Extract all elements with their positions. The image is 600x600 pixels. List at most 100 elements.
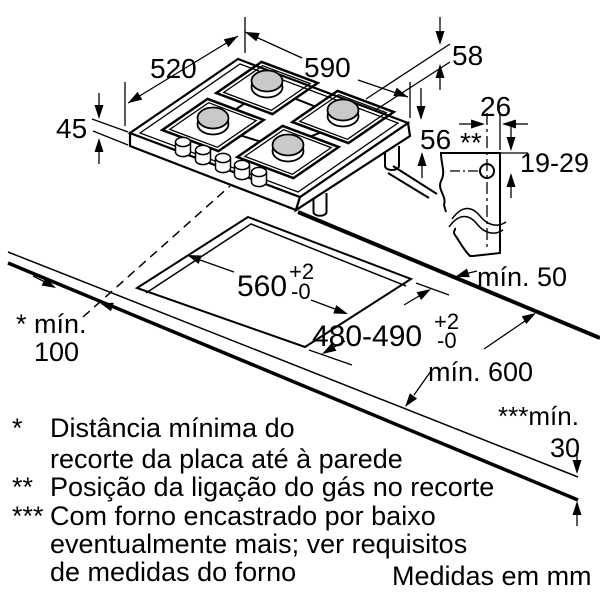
cutout-outline bbox=[134, 215, 414, 349]
arrowhead bbox=[333, 305, 348, 314]
burner-left bbox=[159, 97, 267, 153]
dim-560-tol-plus: +2 bbox=[289, 259, 314, 284]
footnote-marker-1: * bbox=[12, 413, 23, 443]
dim-560-tol-minus: -0 bbox=[291, 279, 311, 304]
arrowhead bbox=[455, 268, 470, 278]
cutout-right-witness bbox=[415, 282, 450, 296]
ext-line bbox=[91, 118, 129, 133]
dim-560-label: 560 bbox=[237, 270, 287, 303]
dim-min30-value: 30 bbox=[550, 433, 580, 463]
break-line-2 bbox=[448, 215, 504, 234]
control-knob bbox=[214, 152, 232, 174]
hob-foot-front bbox=[312, 193, 328, 217]
dim-19-29-label: 19-29 bbox=[520, 148, 589, 178]
footnote-text: Com forno encastrado por baixo bbox=[50, 501, 436, 531]
gas-connection-hole bbox=[479, 163, 495, 179]
dim-560-line bbox=[310, 299, 336, 310]
dim-560-line bbox=[199, 259, 235, 273]
dim-600-line bbox=[483, 320, 526, 350]
ext-line bbox=[92, 130, 129, 146]
dim-600-line bbox=[413, 370, 432, 396]
gas-pipe-line-1 bbox=[392, 165, 438, 195]
dim-590-label: 590 bbox=[304, 52, 351, 83]
dim-480-tol-minus: -0 bbox=[437, 328, 457, 353]
dim-520-line bbox=[127, 35, 239, 104]
footnote-text: de medidas do forno bbox=[50, 557, 296, 587]
arrowhead bbox=[94, 105, 104, 119]
footnote-marker-3: *** bbox=[12, 501, 44, 531]
arrowhead bbox=[435, 31, 445, 45]
ext-line bbox=[373, 61, 451, 112]
pan-support-inner bbox=[168, 101, 258, 149]
footnote-marker-2: ** bbox=[12, 472, 34, 502]
break-line-1 bbox=[451, 207, 507, 226]
dim-480-490-label: 480-490 bbox=[312, 320, 422, 353]
dim-56-label: 56 bbox=[420, 124, 451, 155]
dim-min600-label: mín. 600 bbox=[428, 357, 533, 387]
gas-pipe-line-2 bbox=[387, 172, 430, 199]
burner-front bbox=[234, 124, 342, 180]
arrowhead bbox=[94, 138, 104, 152]
hob-foot-right bbox=[384, 146, 400, 171]
cutout-inner-edge bbox=[145, 223, 407, 294]
arrowhead bbox=[521, 313, 536, 324]
worktop-front-top-line bbox=[7, 251, 579, 478]
control-knob bbox=[174, 136, 192, 158]
arrowhead bbox=[416, 106, 426, 120]
arrowhead bbox=[322, 343, 337, 354]
footnote-text: eventualmente mais; ver requisitos bbox=[50, 529, 467, 559]
arrowhead bbox=[128, 91, 143, 103]
arrowhead bbox=[572, 501, 582, 515]
dimension-annotations: 520 590 45 58 56 26 * bbox=[16, 17, 589, 526]
dim-58-label: 58 bbox=[452, 40, 483, 71]
pan-support-inner bbox=[243, 128, 333, 176]
projection-dashed-line bbox=[82, 185, 231, 318]
worktop-rear-edge-line bbox=[297, 210, 600, 340]
pan-support bbox=[289, 89, 397, 145]
worktop-cutout bbox=[134, 215, 450, 366]
cutout-bottom-witness bbox=[308, 349, 353, 366]
arrowhead bbox=[502, 119, 516, 129]
arrowhead bbox=[506, 137, 516, 151]
burner-cap bbox=[250, 69, 284, 93]
dim-480-line bbox=[333, 340, 346, 348]
grid-connector bbox=[294, 97, 316, 108]
arrowhead bbox=[187, 255, 202, 264]
pan-support-inner bbox=[298, 93, 388, 141]
dim-min100-label: * mín. bbox=[16, 309, 87, 339]
arrowhead bbox=[393, 87, 408, 97]
dim-520-label: 520 bbox=[150, 53, 197, 84]
footnote-text: recorte da placa até à parede bbox=[50, 444, 403, 474]
hob-isometric-view bbox=[127, 57, 438, 217]
footnote-text: Distância mínima do bbox=[50, 413, 295, 443]
dim-min50-label: mín. 50 bbox=[477, 262, 567, 292]
arrowhead bbox=[223, 36, 238, 48]
pan-support bbox=[159, 97, 267, 153]
burner-cap bbox=[271, 133, 305, 157]
grid-connector bbox=[240, 134, 261, 143]
footnote-text: Posição da ligação do gás no recorte bbox=[50, 472, 494, 502]
burner-right bbox=[289, 89, 397, 145]
grid-connector bbox=[310, 131, 321, 138]
burner-cap bbox=[326, 98, 360, 122]
dim-min100-value: 100 bbox=[34, 337, 79, 367]
units-note: Medidas em mm bbox=[392, 561, 592, 591]
footnotes: * Distância mínima do recorte da placa a… bbox=[12, 413, 592, 591]
burner-cap bbox=[196, 106, 230, 130]
worktop bbox=[7, 185, 600, 502]
pan-support bbox=[213, 60, 321, 116]
arrowhead bbox=[405, 393, 418, 407]
pan-support bbox=[234, 124, 342, 180]
arrowhead bbox=[417, 152, 427, 166]
arrowhead bbox=[506, 173, 516, 187]
pan-support-inner bbox=[222, 64, 312, 112]
gas-position-marker: ** bbox=[460, 127, 482, 158]
dim-26-label: 26 bbox=[480, 91, 511, 122]
control-knob bbox=[194, 144, 212, 166]
grid-connector bbox=[235, 102, 245, 111]
arrow-stem bbox=[32, 275, 46, 283]
dim-480-tol-plus: +2 bbox=[434, 309, 459, 334]
arrowhead bbox=[416, 289, 431, 300]
